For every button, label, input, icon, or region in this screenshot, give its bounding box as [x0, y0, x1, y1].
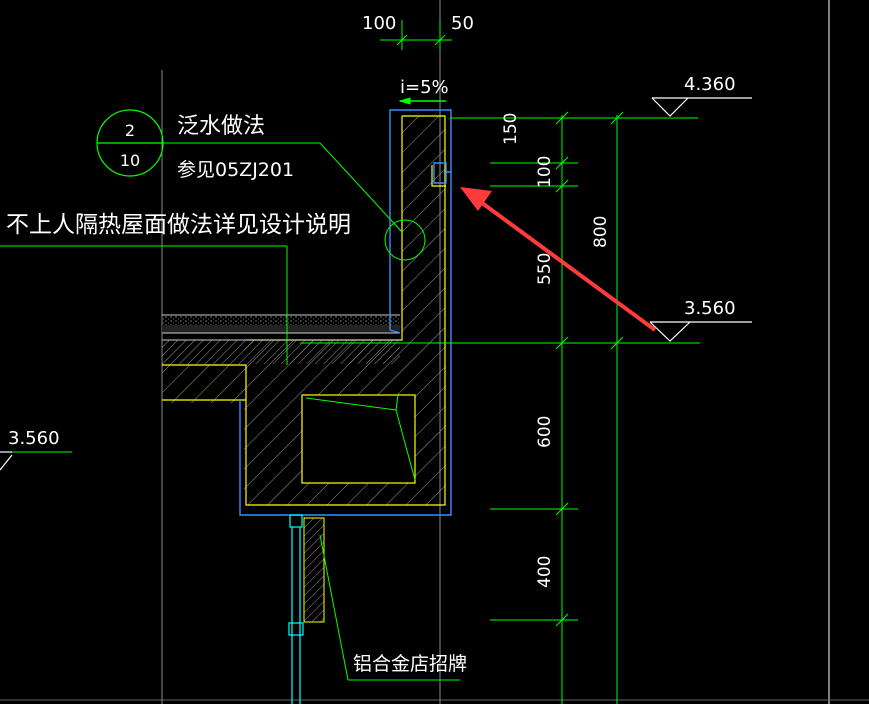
dim-800: 800 [591, 216, 611, 248]
concrete-section [162, 116, 446, 505]
roof-note: 不上人隔热屋面做法详见设计说明 [6, 212, 351, 238]
elevation-top: 4.360 [684, 74, 736, 95]
dim-400: 400 [535, 556, 555, 588]
detail-callout: 2 10 泛水做法 参见05ZJ201 [96, 109, 294, 181]
elevation-mid: 3.560 [684, 298, 736, 319]
elevation-left: 3.560 [8, 428, 60, 449]
dim-600: 600 [535, 416, 555, 448]
red-arrow-annotation [460, 187, 657, 332]
callout-sheet-number: 10 [120, 151, 140, 170]
window-frame [288, 514, 304, 704]
sign-note: 铝合金店招牌 [353, 653, 467, 675]
dim-150: 150 [501, 113, 521, 145]
leader-lines [163, 142, 460, 681]
dim-top-right: 50 [451, 13, 474, 34]
roof-layers [162, 314, 400, 364]
beam-void-lines [305, 394, 416, 481]
dimension-lines [0, 20, 700, 704]
dim-top-left: 100 [362, 13, 396, 34]
dim-100: 100 [535, 156, 555, 188]
elevation-markers [0, 97, 752, 471]
signboard-section [303, 517, 325, 623]
callout-title: 泛水做法 [177, 114, 265, 139]
callout-reference: 参见05ZJ201 [177, 159, 294, 181]
dim-550: 550 [535, 253, 555, 285]
callout-detail-number: 2 [125, 121, 135, 140]
slope-label: i=5% [400, 77, 449, 98]
